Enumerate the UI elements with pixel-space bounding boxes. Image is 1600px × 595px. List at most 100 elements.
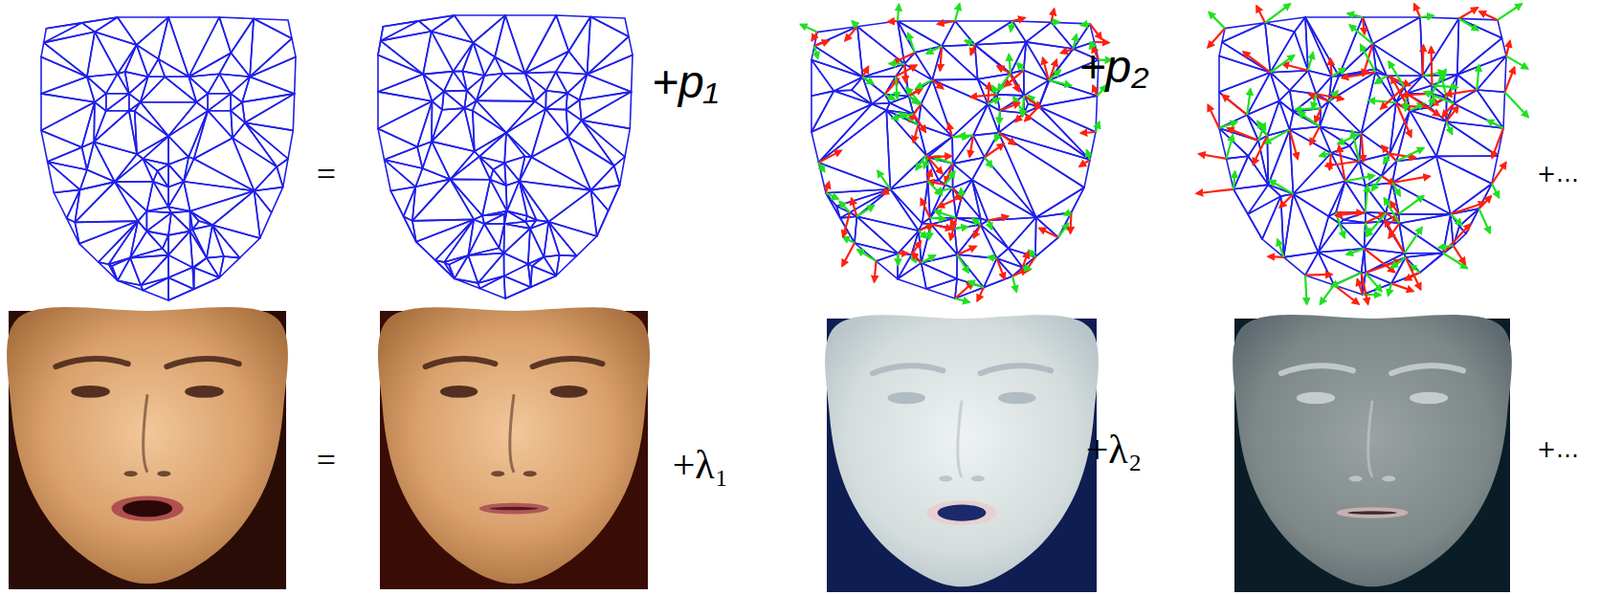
displacement-arrow xyxy=(928,181,942,196)
mesh-triangle xyxy=(377,26,383,56)
displacement-arrow xyxy=(1497,3,1522,21)
displacement-arrow xyxy=(1252,135,1267,165)
displacement-arrow xyxy=(1208,12,1225,29)
mesh-triangle xyxy=(158,17,190,77)
displacement-arrow xyxy=(997,258,1005,280)
mesh-triangle xyxy=(450,156,491,180)
displacement-arrow xyxy=(918,224,934,231)
mesh-triangle xyxy=(482,214,505,224)
mesh-triangle xyxy=(479,276,506,299)
displacement-arrow xyxy=(1453,245,1466,265)
mesh-triangle xyxy=(1284,252,1319,276)
shape-coefficient: +p₂ xyxy=(1078,44,1149,90)
mesh-triangle xyxy=(190,191,255,226)
displacement-arrow xyxy=(842,243,855,267)
displacement-arrow xyxy=(1298,111,1320,127)
mesh-triangle xyxy=(168,111,208,157)
displacement-arrow xyxy=(1341,71,1376,78)
displacement-arrow xyxy=(1305,273,1333,277)
appearance-coefficient: +λ₁ xyxy=(672,444,730,486)
displacement-arrow xyxy=(930,218,946,220)
mesh-triangle xyxy=(1338,17,1373,76)
mesh-triangle xyxy=(507,180,528,217)
mesh-triangle xyxy=(956,254,984,288)
displacement-arrow xyxy=(1383,154,1390,164)
displacement-arrow xyxy=(1360,44,1377,73)
displacement-arrow xyxy=(1012,18,1025,22)
mouth xyxy=(1347,511,1398,514)
displacement-arrow xyxy=(1196,189,1234,194)
displacement-arrow xyxy=(1222,94,1247,115)
mesh-triangle xyxy=(377,41,423,75)
displacement-arrow xyxy=(1368,100,1397,103)
mesh-triangle xyxy=(1219,91,1247,129)
face-region xyxy=(1232,314,1512,587)
mesh-triangle xyxy=(849,189,890,218)
mesh-triangle xyxy=(196,93,208,112)
displacement-arrow xyxy=(1081,23,1090,25)
mesh-triangle xyxy=(1392,155,1451,215)
displacement-arrow xyxy=(1438,245,1453,248)
displacement-arrow xyxy=(1380,87,1405,110)
displacement-arrow xyxy=(1365,272,1382,291)
mesh-triangle xyxy=(207,93,231,112)
mesh-triangle xyxy=(473,15,507,58)
mesh-triangle xyxy=(587,54,634,92)
mesh-triangle xyxy=(545,92,568,110)
displacement-arrow xyxy=(1051,8,1055,23)
displacement-arrow xyxy=(856,205,874,218)
displacement-arrow xyxy=(928,169,932,181)
displacement-arrow xyxy=(1381,145,1398,161)
displacement-arrow xyxy=(895,76,898,99)
displacement-arrow xyxy=(1265,3,1290,23)
mesh-triangle xyxy=(207,111,233,138)
mesh-triangle xyxy=(142,135,169,165)
displacement-arrow xyxy=(1491,183,1499,199)
displacement-arrow xyxy=(825,193,839,200)
displacement-arrow xyxy=(927,155,952,157)
mesh-triangle xyxy=(543,222,559,258)
displacement-arrow xyxy=(921,255,936,264)
equals-sign: = xyxy=(316,443,336,478)
mesh-triangle xyxy=(1373,17,1423,76)
displacement-arrow xyxy=(911,252,922,264)
displacement-arrow xyxy=(1279,194,1293,208)
displacement-arrow xyxy=(1450,214,1463,226)
displacement-arrow xyxy=(915,80,933,89)
nostril xyxy=(124,470,138,477)
displacement-arrow xyxy=(1506,41,1511,57)
displacement-arrow xyxy=(1080,132,1096,134)
displacement-arrow xyxy=(987,220,992,229)
displacement-arrow xyxy=(1043,57,1049,81)
mesh-triangle xyxy=(93,102,107,143)
mesh-triangle xyxy=(955,21,1013,45)
mesh-triangle xyxy=(168,277,220,301)
displacement-arrow xyxy=(1491,162,1507,184)
displacement-arrow xyxy=(1388,283,1392,296)
mesh-triangle xyxy=(548,222,598,257)
displacement-arrow xyxy=(969,135,974,157)
mesh-triangle xyxy=(93,111,137,155)
displacement-arrow xyxy=(844,26,858,42)
mesh-triangle xyxy=(1319,101,1361,134)
mesh-triangle xyxy=(1305,17,1363,76)
mesh-triangle xyxy=(41,76,95,103)
displacement-arrow xyxy=(1069,212,1071,234)
mesh-triangle xyxy=(377,128,418,160)
displacement-arrow xyxy=(1432,85,1459,88)
displacement-arrow xyxy=(851,198,858,217)
displacement-arrow xyxy=(904,64,906,83)
mesh-triangle xyxy=(431,101,443,142)
displacement-arrow xyxy=(1392,176,1430,183)
mesh-triangle xyxy=(1399,214,1451,224)
mesh-triangle xyxy=(168,277,195,301)
displacement-arrow xyxy=(1004,69,1024,87)
mesh-triangle xyxy=(876,253,899,280)
mesh-triangle xyxy=(44,22,83,44)
mesh-triangle xyxy=(1305,17,1333,77)
nose xyxy=(957,400,962,478)
eye xyxy=(550,385,588,399)
mesh-triangle xyxy=(1364,222,1405,254)
mesh-triangle xyxy=(1450,183,1492,215)
mesh-triangle xyxy=(505,275,556,299)
